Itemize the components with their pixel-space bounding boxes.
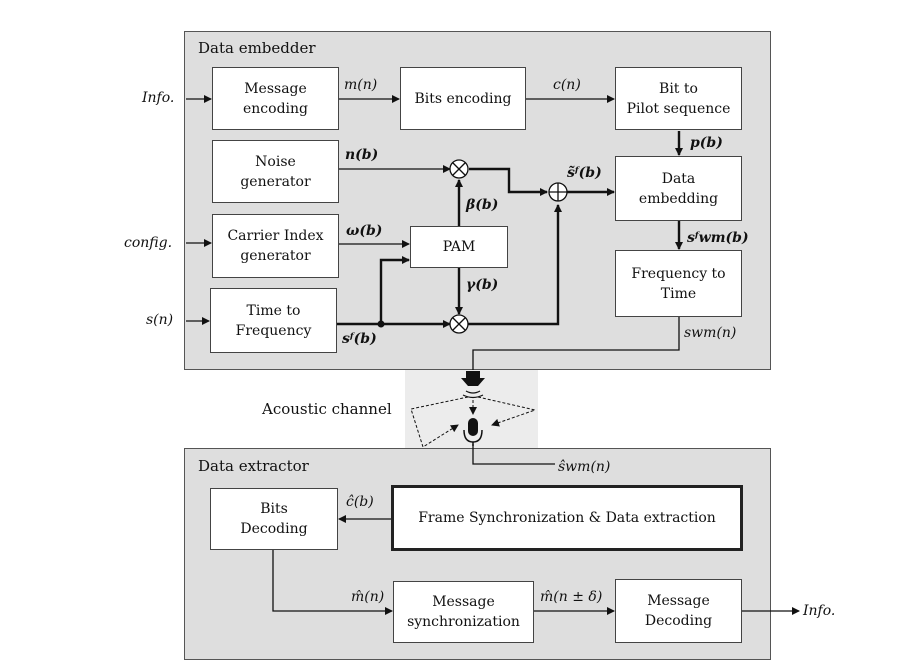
data-embedder-title: Data embedder xyxy=(198,39,316,57)
message-sync-label: Message synchronization xyxy=(407,594,520,630)
input-config-label: config. xyxy=(124,235,173,251)
signal-gamma-label: γ(b) xyxy=(466,277,499,293)
microphone-icon xyxy=(463,418,483,446)
signal-m-hat-label: m̂(n) xyxy=(351,589,385,605)
input-info-label: Info. xyxy=(142,90,175,106)
bit-to-pilot-label: Bit to Pilot sequence xyxy=(626,80,731,117)
signal-n-label: n(b) xyxy=(345,147,379,163)
bit-to-pilot-block: Bit to Pilot sequence xyxy=(615,67,742,130)
adder xyxy=(548,182,568,202)
message-encoding-block: Message encoding xyxy=(212,67,339,130)
carrier-index-generator-label: Carrier Index generator xyxy=(227,228,324,264)
time-to-frequency-block: Time to Frequency xyxy=(210,288,337,353)
message-sync-block: Message synchronization xyxy=(393,581,534,643)
signal-s-hat-wm-label: ŝwm(n) xyxy=(558,459,611,475)
signal-s-wm-label: swm(n) xyxy=(684,325,737,341)
input-signal-label: s(n) xyxy=(146,312,174,328)
signal-s-tilde-label: s̃ᶠ(b) xyxy=(567,165,602,181)
signal-s-f-label: sᶠ(b) xyxy=(342,331,377,347)
signal-s-wm-f-label: sᶠwm(b) xyxy=(687,230,749,246)
bits-encoding-label: Bits encoding xyxy=(414,90,512,107)
time-to-frequency-label: Time to Frequency xyxy=(235,302,312,339)
signal-c-hat-label: ĉ(b) xyxy=(346,494,374,510)
pam-block: PAM xyxy=(410,226,508,268)
bits-encoding-block: Bits encoding xyxy=(400,67,526,130)
frame-sync-block: Frame Synchronization & Data extraction xyxy=(391,485,743,551)
bits-decoding-label: Bits Decoding xyxy=(240,501,308,537)
pam-label: PAM xyxy=(442,239,476,255)
multiplier-2 xyxy=(449,314,469,334)
signal-m-label: m(n) xyxy=(344,77,378,93)
multiplier-1 xyxy=(449,159,469,179)
signal-c-label: c(n) xyxy=(553,77,581,93)
signal-p-label: p(b) xyxy=(690,135,723,151)
message-decoding-block: Message Decoding xyxy=(615,579,742,643)
data-embedding-label: Data embedding xyxy=(638,170,719,207)
frequency-to-time-block: Frequency to Time xyxy=(615,250,742,317)
junction-dot xyxy=(377,320,385,328)
bits-decoding-block: Bits Decoding xyxy=(210,488,338,550)
signal-beta-label: β(b) xyxy=(466,197,499,213)
signal-m-hat-delta-label: m̂(n ± δ) xyxy=(540,589,603,605)
data-extractor-title: Data extractor xyxy=(198,457,309,475)
signal-omega-label: ω(b) xyxy=(346,223,383,239)
frequency-to-time-label: Frequency to Time xyxy=(631,265,726,302)
message-decoding-label: Message Decoding xyxy=(644,593,713,629)
loudspeaker-icon xyxy=(461,371,485,399)
frame-sync-label: Frame Synchronization & Data extraction xyxy=(418,510,716,526)
acoustic-channel-label: Acoustic channel xyxy=(262,400,392,418)
data-embedding-block: Data embedding xyxy=(615,156,742,221)
output-info-label: Info. xyxy=(803,603,836,619)
noise-generator-label: Noise generator xyxy=(240,153,311,190)
message-encoding-label: Message encoding xyxy=(243,80,308,117)
carrier-index-generator-block: Carrier Index generator xyxy=(212,214,339,278)
noise-generator-block: Noise generator xyxy=(212,140,339,203)
